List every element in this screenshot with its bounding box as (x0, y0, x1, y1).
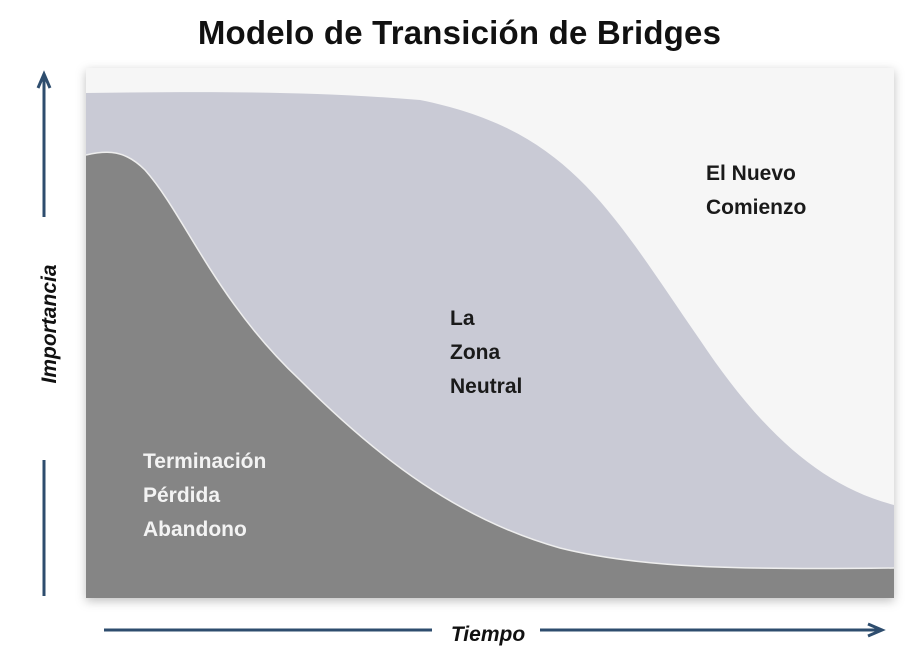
stage-neutral-line-1: La (450, 307, 475, 330)
arrow-right-icon (867, 622, 886, 638)
ending-curve-edge (85, 151, 895, 570)
stage-new-line-2: Comienzo (706, 196, 807, 219)
stage-ending-line-1: Terminación (143, 450, 267, 473)
stage-label-ending: Terminación Pérdida Abandono (143, 445, 266, 547)
y-axis-arrow-up (36, 70, 52, 217)
page-title: Modelo de Transición de Bridges (197, 14, 722, 51)
stage-neutral-line-2: Zona (450, 341, 501, 364)
stage-new-line-1: El Nuevo (706, 162, 796, 185)
stage-ending-line-3: Abandono (143, 518, 247, 541)
arrow-up-icon (36, 70, 52, 89)
x-axis-arrow-right (540, 622, 886, 638)
ending-region (86, 152, 894, 598)
stage-label-new-beginning: El Nuevo Comienzo (706, 157, 806, 225)
stage-label-neutral-zone: La Zona Neutral (450, 302, 522, 404)
stage-neutral-line-3: Neutral (450, 375, 523, 398)
x-axis-label: Tiempo (450, 623, 526, 646)
stage-ending-line-2: Pérdida (143, 484, 221, 507)
y-axis-label: Importancia (38, 264, 61, 384)
